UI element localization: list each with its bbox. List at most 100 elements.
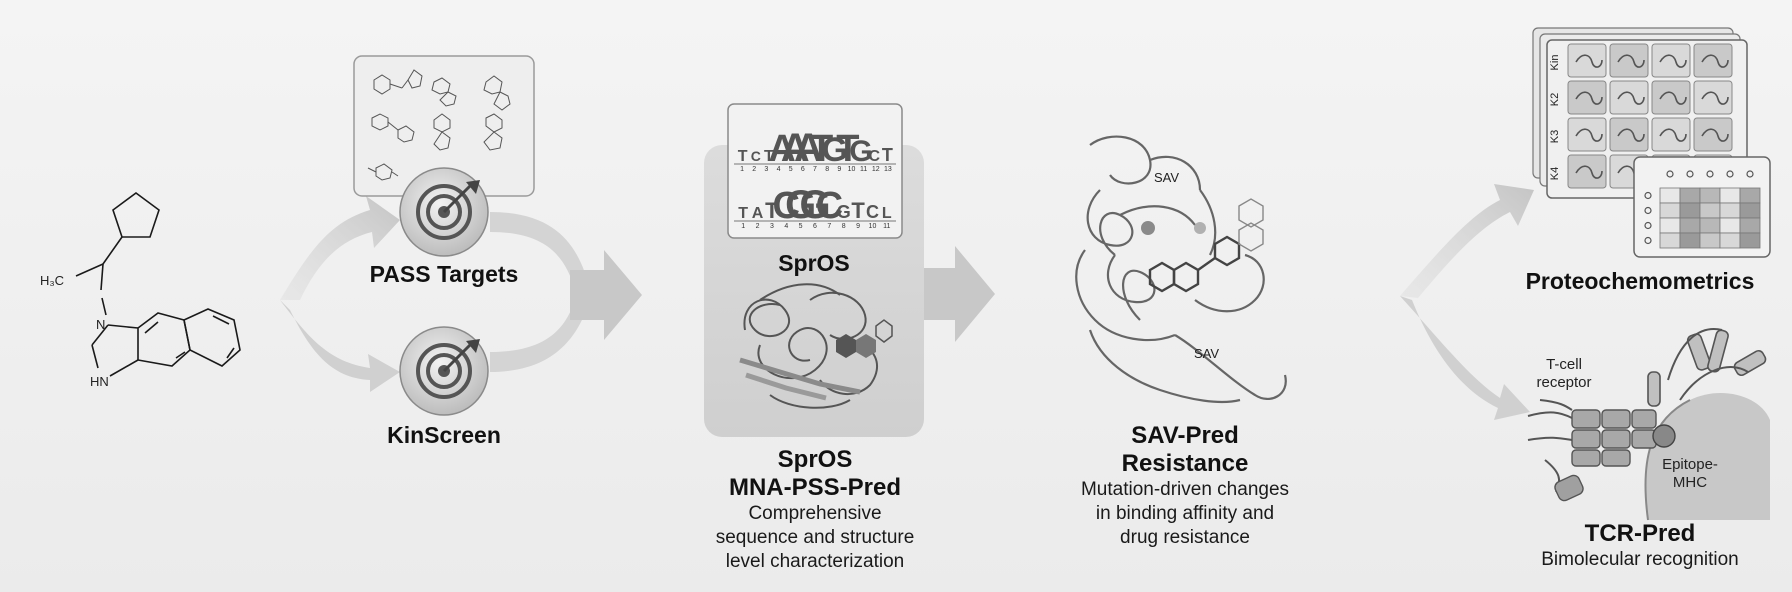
matrix-cell [1659,202,1681,219]
arrow-molecule-to-kinscreen [280,300,400,392]
matrix-cell [1739,217,1761,234]
kinase-glyph [1575,128,1603,142]
kinase-glyph [1659,128,1687,142]
proteochemometrics-label: Proteochemometrics [1525,268,1755,294]
matrix-cell [1659,232,1681,249]
logo-index: 9 [856,223,860,230]
matrix-cell [1659,217,1681,234]
ligand-glyph [1746,170,1754,178]
ligand-row-glyph [1644,191,1652,200]
kinase-cell [1651,117,1691,152]
sav-label-2: SAV [1194,346,1219,361]
logo-letter: T [810,128,833,170]
kinase-cell [1609,80,1649,115]
logo-letter: T [765,198,779,223]
logo-index: 4 [777,166,781,173]
kinase-cell [1567,80,1607,115]
matrix-cell [1739,187,1761,204]
sav-pred-title-line1: SAV-Pred [1131,422,1239,449]
tcr-illustration [1527,328,1770,521]
spros-desc-line1: Comprehensive [748,503,882,524]
matrix-cell [1699,187,1721,204]
ligand-matrix [1644,170,1761,249]
sav-label-1: SAV [1154,170,1179,185]
logo-index: 5 [789,166,793,173]
logo-letter: T [851,198,865,223]
arrow-sav-to-tcr [1400,296,1530,420]
matrix-cell [1719,217,1741,234]
logo-index: 4 [784,223,788,230]
logo-letter: C [866,202,879,222]
kinase-glyph [1659,91,1687,105]
kinase-cell [1567,154,1607,189]
sav-pred-desc-line3: drug resistance [1120,527,1250,548]
kinase-cell [1567,43,1607,78]
sav-marker-2 [1194,222,1206,234]
matrix-cell [1699,232,1721,249]
logo-index: 7 [813,166,817,173]
kinase-glyph [1617,128,1645,142]
epitope-label-line1: Epitope- [1662,456,1718,473]
kinase-cell [1609,117,1649,152]
kinase-cell [1693,43,1733,78]
tcr-pred-title: TCR-Pred [1584,520,1696,547]
molecule-nh-label: HN [90,374,109,389]
pass-mini-structures [367,69,511,181]
arrow-merge-to-spros [570,250,642,340]
logo-index: 3 [764,166,768,173]
spros-logo-label: SprOS [778,250,850,276]
spros-desc-line3: level characterization [725,551,905,572]
arrow-molecule-to-pass [280,196,400,300]
logo-letter: A [768,128,795,170]
logo-letter: C [816,185,843,227]
logo-index: 1 [741,223,745,230]
logo-index: 2 [756,223,760,230]
kinase-glyph [1617,54,1645,68]
arrow-pass-to-merge [490,212,590,290]
sav-protein-ribbon [1075,135,1287,404]
logo-letter: T [738,205,748,222]
logo-index: 2 [752,166,756,173]
molecule-ch3-label: H₃C [40,273,64,288]
logo-index: 6 [801,166,805,173]
epitope-mhc-label: Epitope- MHC [1650,456,1730,492]
kinase-row-label: K3 [1549,130,1561,143]
logo-index: 10 [848,166,856,173]
logo-letter: G [822,131,848,169]
logo-letter: C [868,148,880,165]
logo-index: 7 [827,223,831,230]
tcell-label-line1: T-cell [1546,356,1582,373]
matrix-cell [1719,187,1741,204]
matrix-cell [1659,187,1681,204]
matrix-cell [1699,202,1721,219]
molecule-structure [75,192,241,377]
logo-letter: G [799,183,830,227]
kinase-glyph [1575,91,1603,105]
sav-pred-desc-line2: in binding affinity and [1095,503,1275,524]
kinase-cell [1651,43,1691,78]
logo-index: 12 [872,166,880,173]
kinase-cell [1651,80,1691,115]
logo-letter: C [773,185,800,227]
matrix-cell [1699,217,1721,234]
pass-targets-label: PASS Targets [369,261,519,287]
arrow-spros-to-sav [920,246,995,342]
matrix-cell [1719,202,1741,219]
kinase-row-label: K4 [1549,167,1561,180]
logo-letter: A [794,126,823,170]
sav-marker-1 [1141,221,1155,235]
ligand-matrix-card [1633,156,1771,258]
kinase-cell [1567,117,1607,152]
ligand-glyph [1666,170,1674,178]
matrix-cell [1679,202,1701,219]
cyclopentane-ring [112,192,160,238]
ligand-glyph [1706,170,1714,178]
logo-index: 1 [740,166,744,173]
kinase-glyph [1701,128,1729,142]
sav-pred-desc-line1: Mutation-driven changes [1080,479,1290,500]
pass-target-icon [399,167,489,257]
ligand-row-glyph [1644,236,1652,245]
logo-letter: G [785,183,816,227]
